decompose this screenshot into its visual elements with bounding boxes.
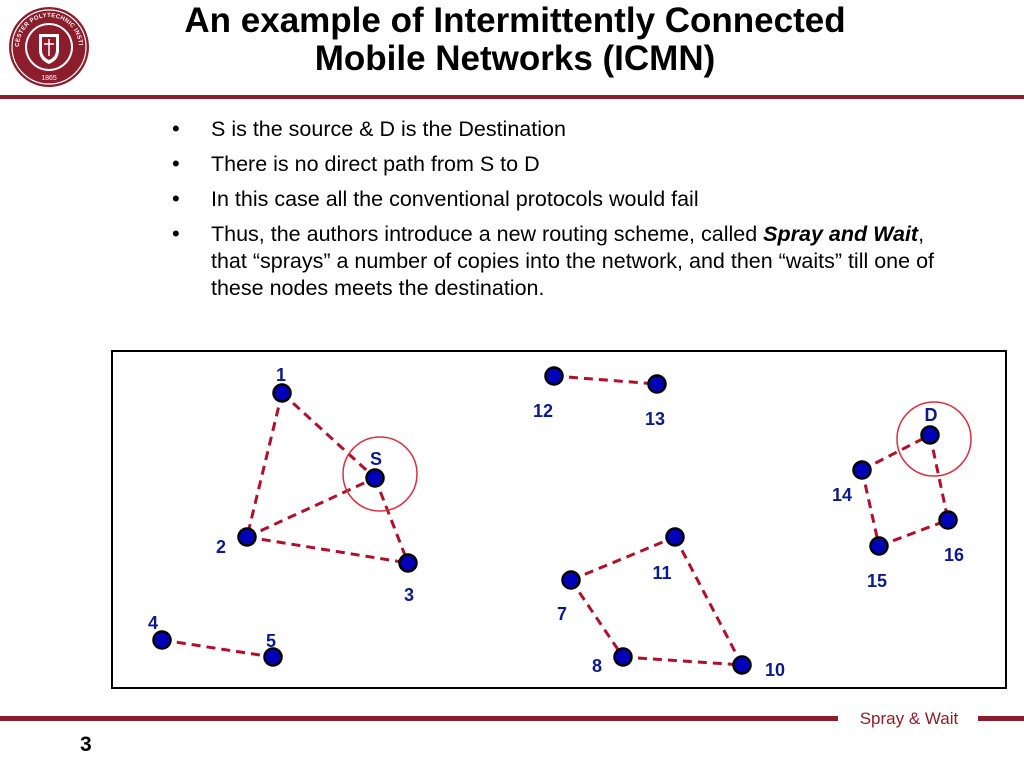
title-line-2: Mobile Networks (ICMN) <box>314 39 716 78</box>
node-label-16: 16 <box>944 545 964 565</box>
bullet-dot-icon: • <box>172 221 180 246</box>
link-7-11 <box>570 535 676 582</box>
link-2-3 <box>246 535 409 565</box>
node-14 <box>852 460 872 480</box>
slide-title: An example of Intermittently Connected M… <box>110 2 920 78</box>
node-4 <box>152 630 172 650</box>
node-2 <box>237 527 257 547</box>
node-label-1: 1 <box>276 365 286 385</box>
node-11 <box>665 527 685 547</box>
spray-and-wait-emphasis: Spray and Wait <box>763 222 919 246</box>
bullet-item: • S is the source & D is the Destination <box>172 116 952 143</box>
link-2-S <box>246 476 376 539</box>
node-label-2: 2 <box>216 537 226 557</box>
node-10 <box>732 655 752 675</box>
node-label-14: 14 <box>832 485 852 505</box>
footer-label: Spray & Wait <box>859 709 959 728</box>
node-label-12: 12 <box>533 401 553 421</box>
logo-year: 1865 <box>41 75 57 82</box>
link-7-8 <box>569 579 625 658</box>
footer-divider <box>0 716 838 721</box>
bullet-text: There is no direct path from S to D <box>211 152 540 176</box>
node-label-15: 15 <box>867 571 887 591</box>
node-label-10: 10 <box>765 660 785 680</box>
bullet-text-end: , that “sprays” a number of copies into … <box>211 222 935 300</box>
link-14-D <box>861 433 931 472</box>
links-layer <box>161 374 950 667</box>
node-label-3: 3 <box>404 585 414 605</box>
wpi-seal-logo: WORCESTER POLYTECHNIC INSTITUTE 1865 <box>8 6 89 87</box>
bullet-item: • In this case all the conventional prot… <box>172 186 952 213</box>
highlight-circle-S <box>342 436 418 512</box>
bullet-text: In this case all the conventional protoc… <box>211 187 699 211</box>
bullet-text-start: Thus, the authors introduce a new routin… <box>211 222 764 246</box>
node-label-4: 4 <box>148 613 158 633</box>
title-line-1: An example of Intermittently Connected <box>184 1 846 40</box>
bullet-item: • Thus, the authors introduce a new rout… <box>172 221 952 302</box>
link-8-10 <box>622 655 743 667</box>
highlight-circles-layer <box>342 401 972 512</box>
node-12 <box>544 366 564 386</box>
link-D-16 <box>928 434 950 521</box>
node-3 <box>398 553 418 573</box>
node-1 <box>272 383 292 403</box>
node-label-5: 5 <box>266 631 276 651</box>
node-label-11: 11 <box>652 563 671 583</box>
bullet-dot-icon: • <box>172 151 180 176</box>
node-label-13: 13 <box>645 409 665 429</box>
network-diagram-frame <box>111 350 1007 689</box>
bullet-item: • There is no direct path from S to D <box>172 151 952 178</box>
highlight-circle-D <box>896 401 972 477</box>
header-divider <box>0 95 1024 99</box>
node-label-S: S <box>370 449 382 469</box>
nodes-layer <box>152 366 958 675</box>
link-11-10 <box>673 536 744 666</box>
node-label-D: D <box>925 405 938 425</box>
link-12-13 <box>553 374 658 386</box>
node-label-8: 8 <box>592 656 602 676</box>
node-7 <box>561 570 581 590</box>
bullet-dot-icon: • <box>172 116 180 141</box>
link-4-5 <box>161 638 274 659</box>
footer-divider-end <box>978 716 1024 721</box>
link-14-15 <box>860 469 881 547</box>
node-15 <box>869 536 889 556</box>
page-number: 3 <box>80 733 92 756</box>
link-1-2 <box>245 392 284 538</box>
bullet-dot-icon: • <box>172 186 180 211</box>
node-D <box>920 425 940 445</box>
node-S <box>365 468 385 488</box>
bullet-list: • S is the source & D is the Destination… <box>172 116 952 310</box>
link-15-16 <box>878 518 949 548</box>
link-1-S <box>280 391 377 480</box>
bullet-text: S is the source & D is the Destination <box>211 117 566 141</box>
node-13 <box>647 374 667 394</box>
node-5 <box>263 647 283 667</box>
node-8 <box>613 647 633 667</box>
link-S-3 <box>373 477 410 564</box>
node-label-7: 7 <box>557 604 567 624</box>
node-16 <box>938 510 958 530</box>
